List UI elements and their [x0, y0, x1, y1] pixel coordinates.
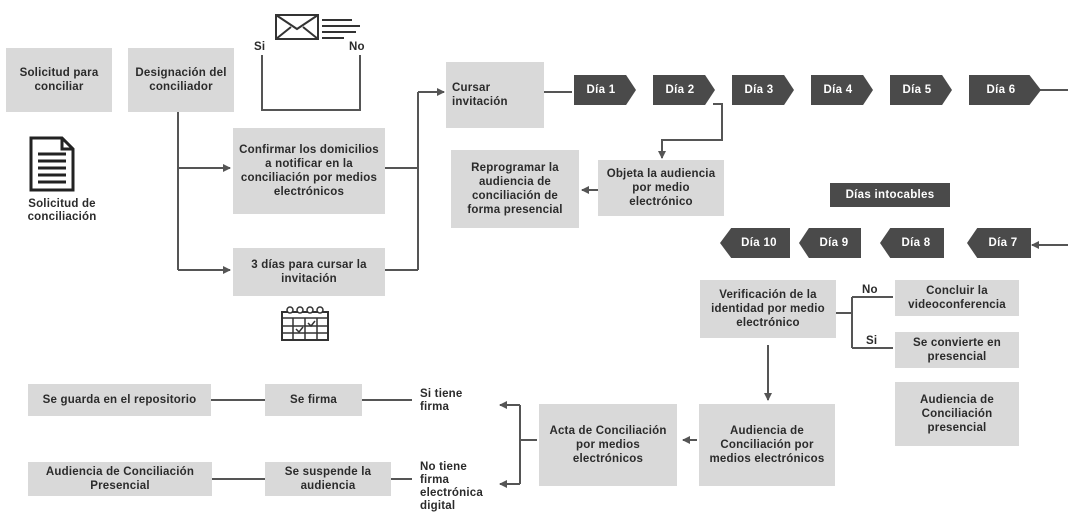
si-branch-label: Si: [866, 335, 878, 347]
tres-dias-box: 3 días para cursar la invitación: [233, 248, 385, 296]
calendar-icon: [280, 306, 330, 342]
repositorio-box: Se guarda en el repositorio: [28, 384, 211, 416]
day-1: Día 1: [574, 75, 636, 105]
audiencia-medios-box: Audiencia de Conciliación por medios ele…: [699, 404, 835, 486]
se-firma-box: Se firma: [265, 384, 362, 416]
reprogramar-box: Reprogramar la audiencia de conciliación…: [451, 150, 579, 228]
cursar-box: Cursar invitación: [446, 62, 544, 128]
objeta-box: Objeta la audiencia por medio electrónic…: [598, 160, 724, 216]
day-2: Día 2: [653, 75, 715, 105]
designacion-box: Designación del conciliador: [128, 48, 234, 112]
si-label-top: Si: [254, 41, 266, 53]
day-6: Día 6: [969, 75, 1041, 105]
no-branch-label: No: [862, 284, 878, 296]
solicitud-box: Solicitud para conciliar: [6, 48, 112, 112]
concluir-box: Concluir la videoconferencia: [895, 280, 1019, 316]
dias-intocables-tag: Días intocables: [830, 183, 950, 207]
se-suspende-box: Se suspende la audiencia: [265, 462, 391, 496]
convierte-box: Se convierte en presencial: [895, 332, 1019, 368]
envelope-icon: [274, 12, 364, 42]
si-tiene-firma-label: Si tiene firma: [420, 388, 463, 413]
day-5: Día 5: [890, 75, 952, 105]
audiencia-conc-presencial-box: Audiencia de Conciliación Presencial: [28, 462, 212, 496]
day-9: Día 9: [799, 228, 861, 258]
audiencia-presencial-box: Audiencia de Conciliación presencial: [895, 382, 1019, 446]
no-label-top: No: [349, 41, 365, 53]
document-icon: [28, 136, 76, 192]
day-4: Día 4: [811, 75, 873, 105]
verificacion-box: Verificación de la identidad por medio e…: [700, 280, 836, 338]
no-tiene-firma-label: No tiene firma electrónica digital: [420, 461, 483, 512]
day-7: Día 7: [967, 228, 1031, 258]
acta-box: Acta de Conciliación por medios electrón…: [539, 404, 677, 486]
day-3: Día 3: [732, 75, 794, 105]
day-8: Día 8: [880, 228, 944, 258]
day-10: Día 10: [720, 228, 790, 258]
solicitud-doc-label: Solicitud de conciliación: [27, 198, 97, 223]
confirmar-box: Confirmar los domicilios a notificar en …: [233, 128, 385, 214]
